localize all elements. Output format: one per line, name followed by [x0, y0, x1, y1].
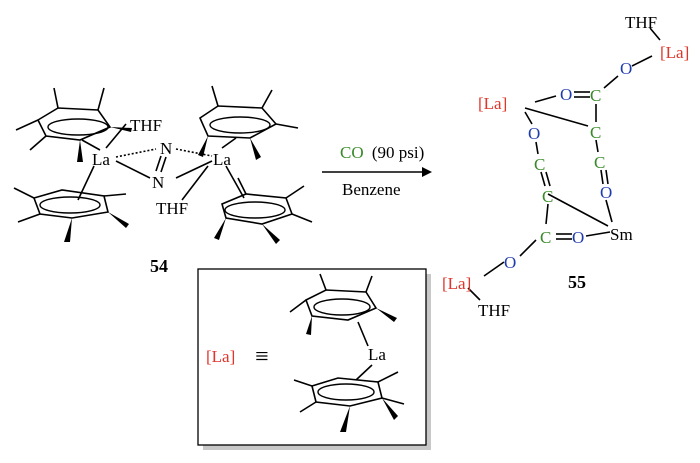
- compound-54: La La N N THF THF 54: [13, 85, 313, 276]
- cp-star-bottom-left: [13, 187, 129, 242]
- legend-la-metal: La: [368, 345, 386, 364]
- nitrogen-bottom-label: N: [152, 173, 164, 192]
- thf-bottom-label: THF: [156, 199, 188, 218]
- thf-top-right-label: THF: [625, 13, 657, 32]
- cp-star-top-right: [198, 85, 299, 160]
- oxygen-6: O: [504, 253, 516, 272]
- la-left-label: La: [92, 150, 110, 169]
- equiv-symbol: ≡: [255, 344, 269, 370]
- carbon-6: C: [540, 228, 551, 247]
- solvent-label: Benzene: [342, 180, 401, 199]
- carbon-1: C: [590, 86, 601, 105]
- carbon-5: C: [542, 187, 553, 206]
- sm-label: Sm: [610, 225, 633, 244]
- oxygen-4: O: [600, 183, 612, 202]
- carbon-4: C: [594, 153, 605, 172]
- oxygen-1: O: [560, 85, 572, 104]
- legend-la-abbrev: [La]: [206, 347, 235, 366]
- compound-55-number: 55: [568, 272, 586, 292]
- cp-star-top-left: [15, 87, 132, 162]
- legend-box: [La] ≡ La: [197, 268, 431, 450]
- oxygen-5: O: [572, 228, 584, 247]
- la-right-label: La: [213, 150, 231, 169]
- compound-55: [La] [La] THF O C O O C C C O C C O Sm O…: [442, 13, 689, 320]
- legend-cp-bottom: [293, 371, 405, 432]
- legend-cp-top: [289, 273, 397, 335]
- oxygen-2: O: [620, 59, 632, 78]
- la-bottom-label: [La]: [442, 274, 471, 293]
- arrow-head: [422, 167, 432, 177]
- carbon-2: C: [534, 155, 545, 174]
- nitrogen-top-label: N: [160, 139, 172, 158]
- reagent-co: CO: [340, 143, 364, 162]
- carbon-3: C: [590, 123, 601, 142]
- compound-54-number: 54: [150, 256, 168, 276]
- thf-bottom-right-label: THF: [478, 301, 510, 320]
- reagent-pressure: (90 psi): [372, 143, 424, 162]
- svg-text:CO (90 psi): CO (90 psi): [340, 143, 424, 162]
- oxygen-3: O: [528, 124, 540, 143]
- la-top-right-label: [La]: [660, 43, 689, 62]
- cp-star-bottom-right: [214, 177, 313, 244]
- reaction-arrow-group: CO (90 psi) Benzene: [322, 143, 432, 199]
- thf-top-label: THF: [130, 116, 162, 135]
- la-top-left-label: [La]: [478, 94, 507, 113]
